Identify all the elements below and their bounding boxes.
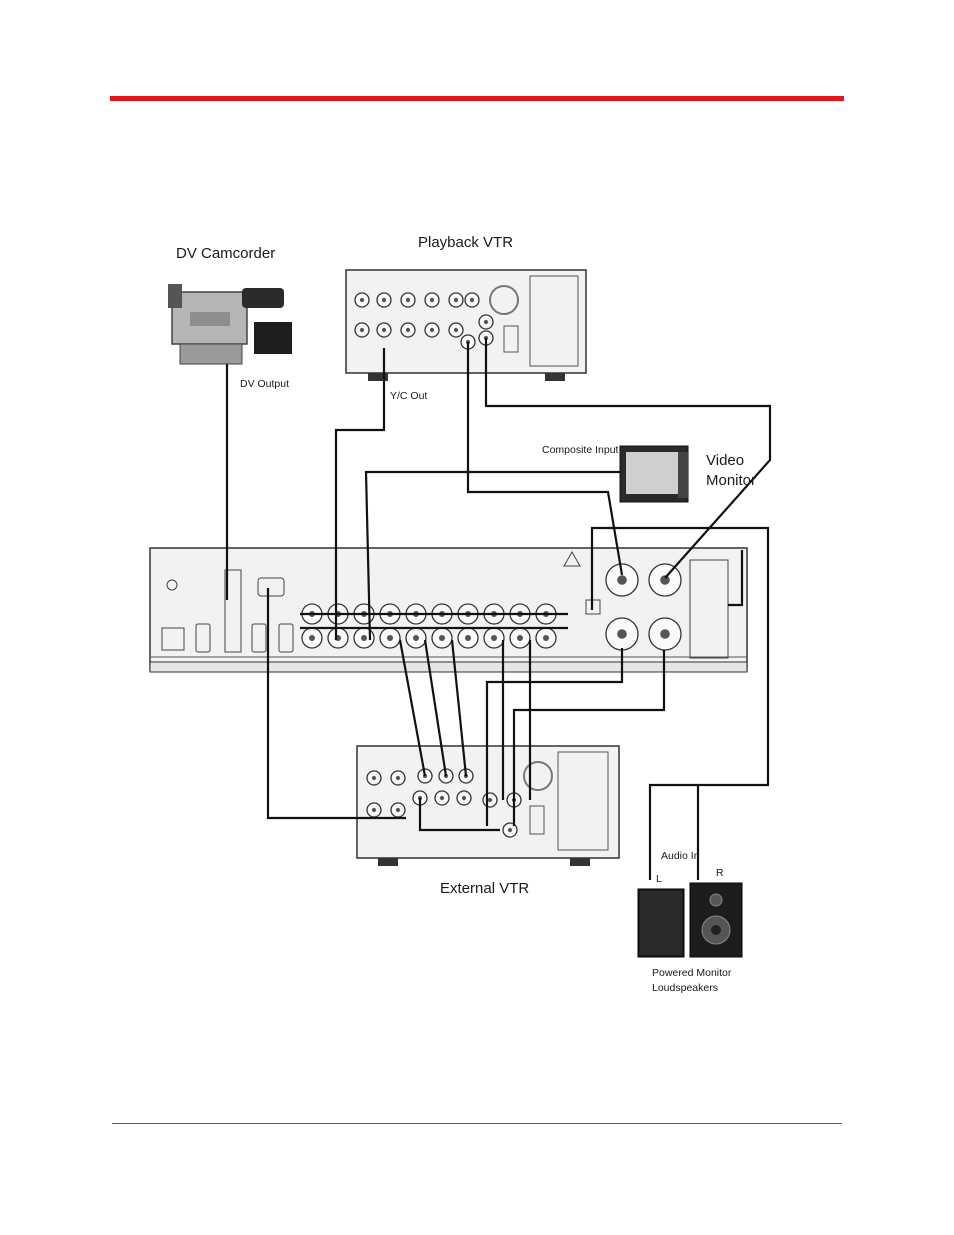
- yc-out-label: Y/C Out: [390, 390, 427, 402]
- dv-camcorder-image: [168, 284, 292, 364]
- playback-jack-pin: [470, 298, 474, 302]
- external-vtr-jack-pin: [488, 798, 492, 802]
- external-vtr-jack-pin: [372, 808, 376, 812]
- rack-out-jack-pin: [465, 635, 471, 641]
- playback-jack-pin: [454, 328, 458, 332]
- video-monitor-label-line2: Monitor: [706, 472, 756, 489]
- dv-camcorder-label: DV Camcorder: [176, 245, 275, 262]
- rack-out-jack-pin: [309, 635, 315, 641]
- audio-in-label: Audio In: [661, 850, 700, 862]
- playback-jack-pin: [360, 298, 364, 302]
- rack-out-jack-pin: [517, 635, 523, 641]
- playback-jack-pin: [454, 298, 458, 302]
- external-vtr-jack-pin: [396, 776, 400, 780]
- speaker-right: [690, 883, 742, 957]
- speaker-left: [638, 889, 684, 957]
- rack-out-jack-pin: [361, 635, 367, 641]
- external-vtr-label: External VTR: [440, 880, 529, 897]
- playback-jack-pin: [406, 298, 410, 302]
- rack-xlr-in-1-pin: [617, 575, 627, 585]
- rack-xlr-out-1-pin: [617, 629, 627, 639]
- rack-xlr-out-2-pin: [660, 629, 670, 639]
- playback-jack-pin: [430, 298, 434, 302]
- left-channel-label: L: [656, 873, 662, 885]
- playback-jack-pin: [360, 328, 364, 332]
- playback-jack-pin: [382, 328, 386, 332]
- video-monitor-label-line1: Video: [706, 452, 744, 469]
- external-vtr-jack-pin: [372, 776, 376, 780]
- speakers-label-line1: Powered Monitor: [652, 967, 731, 979]
- right-channel-label: R: [716, 867, 724, 879]
- external-vtr-jack-pin: [508, 828, 512, 832]
- external-vtr-jack-pin: [440, 796, 444, 800]
- dv-output-label: DV Output: [240, 378, 289, 390]
- playback-jack-pin: [484, 320, 488, 324]
- speakers-label-line2: Loudspeakers: [652, 982, 718, 994]
- rack-out-jack-pin: [387, 635, 393, 641]
- external-vtr-jack-pin: [396, 808, 400, 812]
- rack-out-jack-pin: [413, 635, 419, 641]
- rack-out-jack-pin: [491, 635, 497, 641]
- playback-vtr-label: Playback VTR: [418, 234, 513, 251]
- composite-input-label: Composite Input: [542, 444, 618, 456]
- video-monitor-image: [620, 446, 688, 502]
- playback-jack-pin: [382, 298, 386, 302]
- playback-jack-pin: [406, 328, 410, 332]
- rack-out-jack-pin: [543, 635, 549, 641]
- external-vtr-jack-pin: [462, 796, 466, 800]
- playback-jack-pin: [430, 328, 434, 332]
- rack-out-jack-pin: [439, 635, 445, 641]
